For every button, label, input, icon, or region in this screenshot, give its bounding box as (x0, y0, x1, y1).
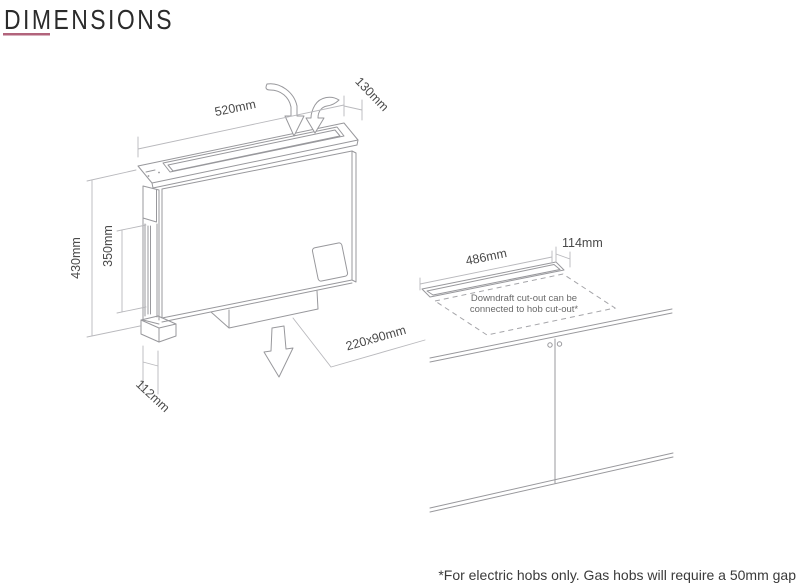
unit-top-plate-edge (151, 139, 359, 189)
unit-intake-slot-outer (162, 126, 345, 173)
title-accent-underline (3, 33, 50, 36)
cutout-note-line1: Downdraft cut-out can be (471, 293, 577, 304)
cabinet-bottom-edge (429, 452, 674, 513)
hob-cutout-dashed-outline (433, 273, 617, 336)
dim-430mm: 430mm (69, 169, 141, 338)
dim-430mm-label: 430mm (69, 237, 83, 279)
dim-130mm-lines (343, 99, 363, 121)
unit-side-vent (142, 185, 160, 325)
accent-bar (3, 33, 50, 36)
unit-duct-outlet (210, 290, 319, 329)
unit-label-plate (311, 242, 349, 282)
vent-outline (142, 185, 160, 321)
exhaust-arrow-down (263, 325, 294, 378)
vent-slots (142, 223, 160, 325)
dim-430mm-lines (86, 169, 141, 338)
dim-112mm-lines (142, 345, 159, 395)
dim-350mm-label: 350mm (101, 225, 115, 267)
worktop-cutout-slot-inner (426, 264, 561, 296)
unit-right-edge (351, 150, 357, 283)
base-front-face (140, 319, 160, 343)
duct-leader-line (292, 317, 426, 368)
dim-350mm: 350mm (101, 224, 147, 314)
page-title: DIMENSIONS (4, 4, 175, 35)
cabinet-hole-left (547, 342, 553, 348)
unit-control-dot (158, 171, 160, 174)
airflow-arrow-small (305, 96, 340, 134)
worktop-drawing: 486mm 114mm Downdraft cut-out can be con… (419, 236, 674, 513)
dim-114mm-lines (555, 246, 571, 268)
dim-112mm: 112mm (133, 345, 172, 415)
dim-130mm-label: 130mm (352, 74, 391, 114)
cabinet-hole-right (556, 341, 563, 347)
cutout-note-line2: connected to hob cut-out* (470, 304, 579, 315)
unit-control-dot (147, 175, 150, 177)
dim-duct-220x90: 220x90mm (292, 317, 426, 368)
dim-130mm: 130mm (343, 74, 391, 121)
unit-control-strip (145, 169, 156, 173)
unit-base-foot (140, 315, 177, 343)
dim-520mm-label: 520mm (213, 97, 257, 119)
dim-114mm: 114mm (555, 236, 603, 268)
dim-486mm: 486mm (419, 246, 553, 291)
footnote: *For electric hobs only. Gas hobs will r… (438, 567, 796, 583)
unit-dimensions: 520mm 130mm 430mm 350mm 112mm 220x90mm (69, 74, 426, 415)
airflow-arrow-large (265, 83, 305, 137)
worktop-cutout-slot-outer (421, 261, 565, 298)
unit-intake-slot-inner (167, 129, 341, 172)
dim-486mm-label: 486mm (464, 246, 508, 268)
downdraft-unit-drawing (137, 83, 359, 378)
dim-486mm-lines (419, 250, 553, 291)
dim-112mm-label: 112mm (133, 377, 172, 415)
dim-114mm-label: 114mm (562, 236, 603, 250)
base-side-face (158, 323, 177, 343)
dim-duct-label: 220x90mm (344, 323, 407, 354)
unit-front-panel (161, 150, 353, 319)
worktop-front-edge (429, 308, 673, 363)
unit-bottom-rim (161, 282, 353, 323)
dim-350mm-lines (116, 224, 147, 314)
